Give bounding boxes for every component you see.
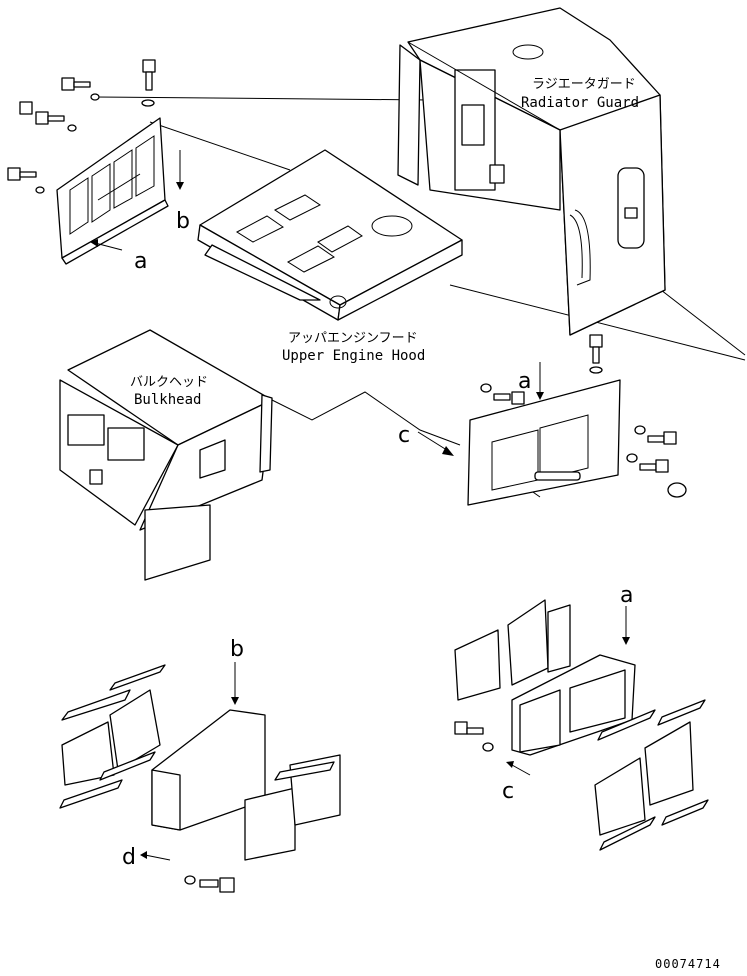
bottom-right-cover-assembly[interactable]	[454, 599, 709, 851]
upper-engine-hood[interactable]	[197, 149, 463, 321]
callout-a-top: a	[134, 249, 147, 274]
callout-b-bottom: b	[230, 637, 244, 662]
mid-panel-bolts	[480, 334, 687, 498]
upper-engine-hood-label-en: Upper Engine Hood	[282, 348, 425, 364]
bottom-right-bolt	[454, 721, 494, 752]
callout-d-bottom: d	[122, 845, 136, 870]
bolt-icon	[141, 59, 156, 107]
bottom-left-bolt	[184, 875, 235, 893]
callout-arrows	[90, 150, 630, 861]
document-number: 00074714	[655, 957, 721, 971]
callout-b-top: b	[176, 209, 190, 234]
left-grille-cover[interactable]	[56, 117, 169, 265]
bulkhead-label-jp: バルクヘッド	[130, 375, 208, 390]
radiator-guard[interactable]	[397, 7, 666, 336]
bolt-icon	[7, 167, 45, 194]
callout-a-right: a	[620, 583, 633, 608]
radiator-guard-label-en: Radiator Guard	[521, 95, 639, 111]
bolt-icon	[626, 453, 687, 498]
mid-grille-panel[interactable]	[467, 379, 621, 506]
bolt-icon	[480, 383, 525, 405]
callout-a-mid: a	[518, 369, 531, 394]
left-cover-bolts	[7, 59, 156, 194]
callout-c-mid: c	[398, 423, 410, 448]
part-labels: ラジエータガード Radiator Guard アッパエンジンフード Upper…	[130, 77, 639, 408]
bolt-icon	[634, 425, 677, 445]
bolt-icon	[61, 77, 100, 101]
bolt-icon	[589, 334, 603, 374]
bulkhead[interactable]	[59, 329, 273, 581]
callout-c-bottom: c	[502, 779, 514, 804]
radiator-guard-label-jp: ラジエータガード	[532, 77, 636, 92]
callout-letters: b a a c b d a c	[122, 209, 633, 870]
bottom-left-cover-assembly[interactable]	[59, 664, 341, 861]
bulkhead-label-en: Bulkhead	[134, 392, 201, 408]
upper-engine-hood-label-jp: アッパエンジンフード	[288, 331, 418, 346]
bolt-icon	[19, 101, 77, 132]
